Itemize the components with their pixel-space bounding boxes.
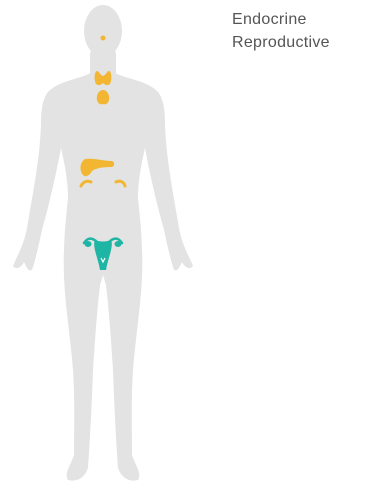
legend: Endocrine Reproductive [232, 8, 330, 54]
human-body-diagram [0, 0, 230, 489]
legs [64, 250, 143, 481]
legend-item-endocrine[interactable]: Endocrine [232, 8, 330, 31]
ovary-left [85, 241, 92, 247]
ovary-right [115, 241, 122, 247]
pineal-gland [101, 36, 106, 41]
head [84, 5, 122, 57]
legend-item-reproductive[interactable]: Reproductive [232, 31, 330, 54]
